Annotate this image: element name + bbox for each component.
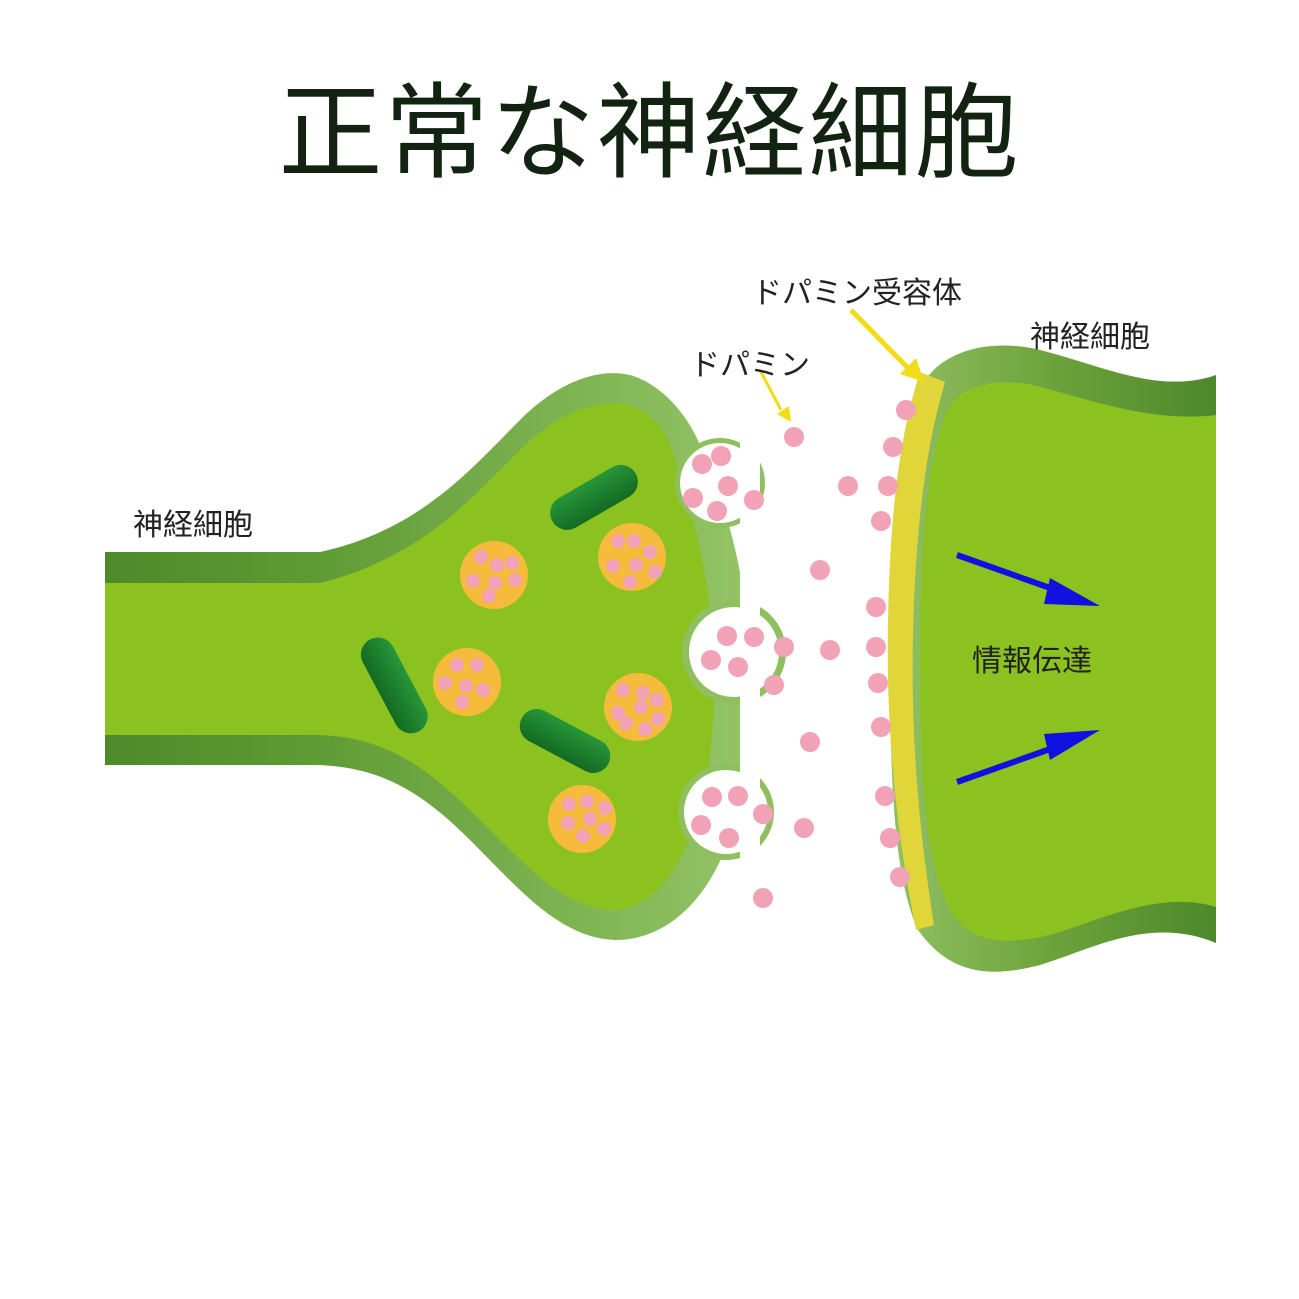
dopamine-molecule [707, 501, 727, 521]
dopamine-molecule [702, 787, 722, 807]
dopamine-molecule [459, 679, 473, 693]
dopamine-molecule [490, 558, 504, 572]
dopamine-molecule [692, 454, 712, 474]
receptor-pointer-arrow [849, 308, 912, 372]
receptor-pointer-head [900, 358, 924, 382]
dopamine-molecule [474, 550, 488, 564]
dopamine-molecule [650, 693, 664, 707]
dopamine-molecule [466, 574, 480, 588]
dopamine-molecule [450, 658, 464, 672]
vesicle-dopamine [438, 534, 665, 843]
dopamine-molecule [744, 627, 764, 647]
dopamine-receptor [887, 372, 945, 930]
presynaptic-cytoplasm [105, 403, 715, 910]
dopamine-molecule [878, 476, 898, 496]
dopamine-molecule [683, 488, 703, 508]
dopamine-molecule [576, 829, 590, 843]
dopamine-molecule [868, 673, 888, 693]
dopamine-molecule [627, 534, 641, 548]
dopamine-molecule [438, 676, 452, 690]
dopamine-molecule [476, 683, 490, 697]
dopamine-molecule [470, 658, 484, 672]
dopamine-molecule [753, 804, 773, 824]
dopamine-molecule [784, 427, 804, 447]
mitochondrion [550, 464, 638, 530]
dopamine-molecule [728, 786, 748, 806]
dopamine-molecule [866, 637, 886, 657]
dopamine-molecule [482, 589, 496, 603]
dopamine-molecule [810, 560, 830, 580]
mitochondrion [360, 637, 428, 734]
label-dopamine: ドパミン [690, 348, 810, 383]
dopamine-molecule [606, 559, 620, 573]
dopamine-molecule [728, 657, 748, 677]
dopamine-molecule [623, 575, 637, 589]
dopamine-molecule [753, 888, 773, 908]
dopamine-molecule [718, 476, 738, 496]
dopamine-molecule [744, 490, 764, 510]
dopamine-molecule [561, 816, 575, 830]
dopamine-molecule [597, 822, 611, 836]
dopamine-molecule [691, 815, 711, 835]
dopamine-molecule [883, 437, 903, 457]
dopamine-molecule [562, 797, 576, 811]
dopamine-molecule [611, 534, 625, 548]
mitochondrion [519, 708, 611, 774]
dopamine-molecule [774, 637, 794, 657]
dopamine-molecule [764, 675, 784, 695]
dopamine-molecule [583, 812, 597, 826]
dopamine-molecule [580, 795, 594, 809]
dopamine-molecule [636, 686, 650, 700]
dopamine-molecule [880, 828, 900, 848]
signal-arrow-head [1044, 578, 1100, 606]
dopamine-pointer [759, 371, 791, 422]
mitochondria [360, 464, 638, 774]
dopamine-molecule [800, 732, 820, 752]
dopamine-molecule [619, 716, 633, 730]
dopamine-pointer-head [777, 406, 791, 422]
receptor-pointer [849, 308, 924, 382]
label-postsynaptic-neuron: 神経細胞 [1030, 320, 1150, 355]
dopamine-molecule [455, 695, 469, 709]
dopamine-molecule [651, 712, 665, 726]
dopamine-molecule [820, 640, 840, 660]
dopamine-molecule [711, 446, 731, 466]
dopamine-molecule [701, 650, 721, 670]
postsynaptic-cytoplasm [920, 382, 1216, 941]
dopamine-molecule [896, 400, 916, 420]
dopamine-molecule [648, 565, 662, 579]
postsynaptic-neuron [890, 345, 1216, 972]
dopamine-molecule [629, 558, 643, 572]
signal-arrows [955, 552, 1100, 785]
dopamine-molecule [838, 476, 858, 496]
dopamine-molecule [611, 706, 625, 720]
dopamine-molecule [634, 700, 648, 714]
dopamine-molecule [871, 717, 891, 737]
label-dopamine-receptor: ドパミン受容体 [752, 276, 962, 311]
dopamine-molecule [508, 573, 522, 587]
label-presynaptic-neuron: 神経細胞 [133, 508, 253, 543]
dopamine-molecules [683, 400, 916, 908]
dopamine-molecule [643, 545, 657, 559]
dopamine-molecule [717, 626, 737, 646]
dopamine-molecule [866, 597, 886, 617]
dopamine-molecule [794, 818, 814, 838]
dopamine-pointer-arrow [759, 371, 783, 411]
dopamine-molecule [616, 683, 630, 697]
signal-arrow-head [1044, 730, 1100, 760]
dopamine-molecule [719, 828, 739, 848]
page-title: 正常な神経細胞 [278, 72, 1021, 194]
dopamine-molecule [598, 801, 612, 815]
dopamine-molecule [890, 867, 910, 887]
dopamine-molecule [505, 556, 519, 570]
dopamine-molecule [875, 786, 895, 806]
dopamine-molecule [871, 511, 891, 531]
dopamine-molecule [488, 576, 502, 590]
label-signal-transmission: 情報伝達 [972, 644, 1092, 679]
dopamine-molecule [638, 722, 652, 736]
